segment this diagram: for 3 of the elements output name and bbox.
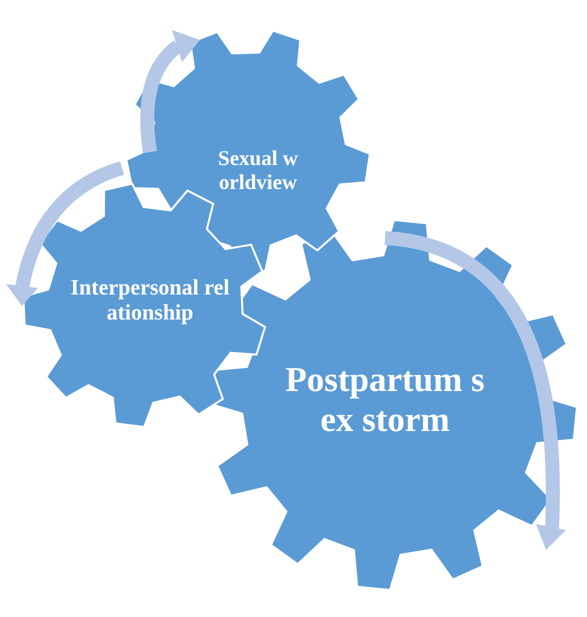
gear-label: Postpartum sex storm <box>284 360 486 440</box>
gear-label: Sexual worldview <box>217 146 299 194</box>
gear-label: Interpersonal relationship <box>70 274 230 326</box>
